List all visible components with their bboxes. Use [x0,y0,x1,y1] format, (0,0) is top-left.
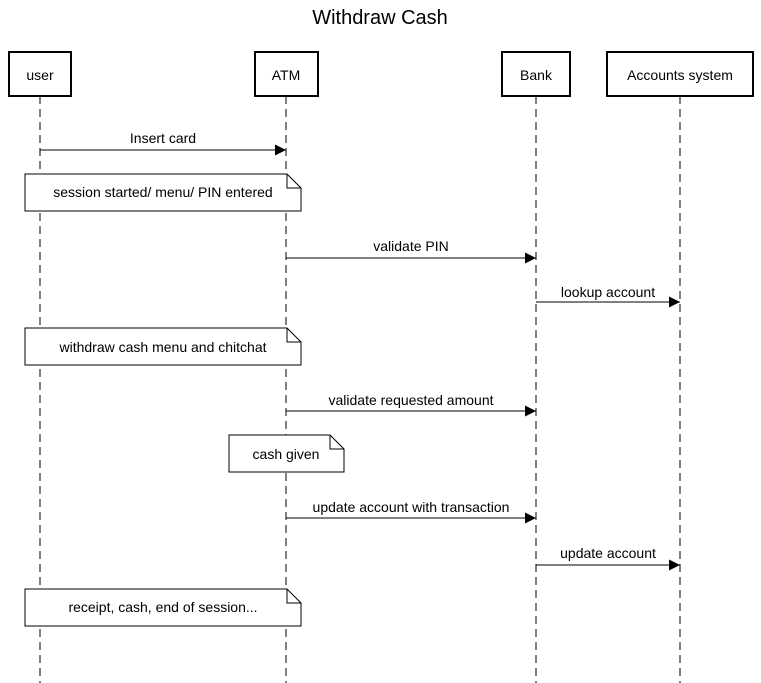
note-cash-given[interactable]: cash given [228,434,345,473]
message-label: update account [560,545,656,561]
message-validate-requested-amount[interactable]: validate requested amount [286,392,536,417]
message-update-account-with-transaction[interactable]: update account with transaction [286,499,536,524]
participant-label: Accounts system [627,67,733,83]
participant-accounts-system[interactable]: Accounts system [606,51,754,97]
note-label: withdraw cash menu and chitchat [59,339,267,355]
message-lookup-account[interactable]: lookup account [536,284,680,308]
participant-atm[interactable]: ATM [254,51,319,97]
note-label: receipt, cash, end of session... [68,599,257,615]
participant-label: Bank [520,67,553,83]
note-label: session started/ menu/ PIN entered [53,184,272,200]
message-insert-card[interactable]: Insert card [40,130,286,156]
participant-user[interactable]: user [8,51,72,97]
message-label: validate PIN [373,238,448,254]
participant-label: ATM [272,67,301,83]
note-session-started[interactable]: session started/ menu/ PIN entered [24,173,302,212]
message-validate-pin[interactable]: validate PIN [286,238,536,264]
note-receipt-cash-end[interactable]: receipt, cash, end of session... [24,588,302,627]
message-label: validate requested amount [329,392,494,408]
diagram-title: Withdraw Cash [312,7,448,29]
message-label: update account with transaction [313,499,510,515]
message-label: lookup account [561,284,655,300]
participant-bank[interactable]: Bank [501,51,571,97]
note-withdraw-cash-menu[interactable]: withdraw cash menu and chitchat [24,327,302,366]
note-label: cash given [253,446,320,462]
message-label: Insert card [130,130,196,146]
participant-label: user [26,67,54,83]
message-update-account[interactable]: update account [536,545,680,571]
